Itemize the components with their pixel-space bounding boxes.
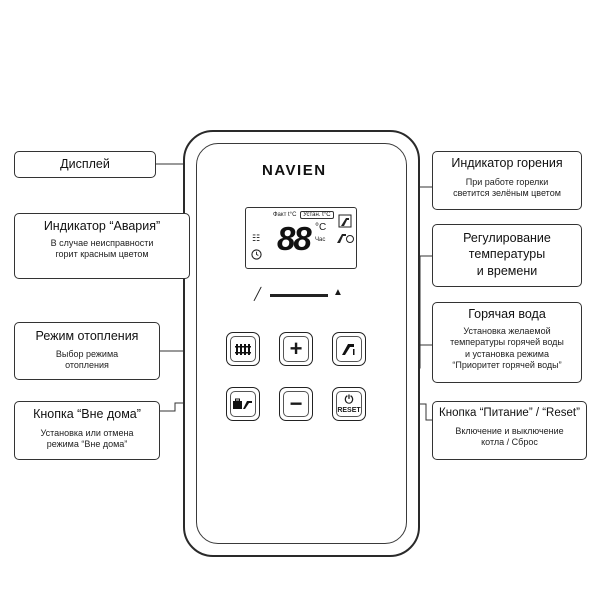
brand-logo: NAVIEN xyxy=(262,162,327,179)
callout-flame-title: Индикатор горения xyxy=(451,156,563,170)
callout-alarm-title: Индикатор “Авария” xyxy=(43,219,161,233)
lcd-tab-actual: Факт t°C xyxy=(273,212,297,218)
lcd-unit: °C xyxy=(315,222,327,233)
callout-power-desc-1: Включение и выключение xyxy=(455,426,564,436)
callout-away: Кнопка “Вне дома” Установка или отмена р… xyxy=(14,401,160,460)
suitcase-tap-icon xyxy=(227,388,259,420)
callout-hot-water-desc-1: Установка желаемой xyxy=(463,326,551,336)
callout-flame: Индикатор горения При работе горелки све… xyxy=(432,151,582,210)
callout-power: Кнопка “Питание” / “Reset” Включение и в… xyxy=(432,401,587,460)
callout-alarm-desc-2: горит красным цветом xyxy=(55,249,149,260)
heating-mode-button[interactable] xyxy=(226,332,260,366)
lcd-digits: 88 xyxy=(277,220,312,257)
callout-alarm-desc-1: В случае неисправности xyxy=(50,238,154,248)
callout-away-desc-2: режима “Вне дома” xyxy=(46,439,128,450)
callout-regulation: Регулирование температуры и времени xyxy=(432,224,582,287)
callout-display-title: Дисплей xyxy=(60,157,110,171)
callout-power-desc-2: котла / Сброс xyxy=(481,437,538,448)
callout-hot-water-desc-2: температуры горячей воды xyxy=(450,337,564,348)
callout-hot-water: Горячая вода Установка желаемой температ… xyxy=(432,302,582,383)
callout-heating: Режим отопления Выбор режима отопления xyxy=(14,322,160,380)
away-mode-button[interactable] xyxy=(226,387,260,421)
minus-button[interactable]: − xyxy=(279,387,313,421)
power-icon: ⏻ xyxy=(344,393,354,406)
indicator-bar xyxy=(270,294,328,297)
lcd-clock-icon xyxy=(251,249,262,260)
callout-away-title: Кнопка “Вне дома” xyxy=(33,407,141,421)
callout-heating-title: Режим отопления xyxy=(35,329,139,343)
callout-heating-desc-2: отопления xyxy=(65,360,109,371)
plus-button[interactable]: + xyxy=(279,332,313,366)
control-panel-frame xyxy=(196,143,407,544)
lcd-hours: Час xyxy=(315,237,326,243)
callout-regulation-title-2: температуры xyxy=(468,247,546,262)
callout-regulation-title-1: Регулирование xyxy=(463,231,551,245)
callout-away-desc-1: Установка или отмена xyxy=(40,428,134,438)
hot-water-tap-icon xyxy=(333,333,365,365)
callout-power-title: Кнопка “Питание” / “Reset” xyxy=(439,407,580,419)
callout-hot-water-title: Горячая вода xyxy=(468,307,546,321)
lcd-radiator-icon: ☷ xyxy=(252,233,261,243)
lcd-flame-tap-icon xyxy=(337,234,354,243)
lcd-tabs: Факт t°C Устан. t°C xyxy=(273,211,334,219)
callout-regulation-title-3: и времени xyxy=(476,263,538,278)
power-reset-button[interactable]: ⏻ RESET xyxy=(332,387,366,421)
callout-hot-water-desc-4: “Приоритет горячей воды” xyxy=(452,359,562,370)
flame-indicator-icon: ▲ xyxy=(333,287,343,298)
callout-hot-water-desc-3: и установка режима xyxy=(464,348,549,359)
callout-alarm: Индикатор “Авария” В случае неисправност… xyxy=(14,213,190,279)
callout-display: Дисплей xyxy=(14,151,156,178)
lcd-hot-water-icon xyxy=(338,214,352,228)
wrench-icon: ╱ xyxy=(254,287,262,301)
radiator-icon xyxy=(227,333,259,365)
reset-label: RESET xyxy=(337,406,361,414)
lcd-tab-set: Устан. t°C xyxy=(300,211,334,219)
callout-heating-desc-1: Выбор режима xyxy=(55,349,119,359)
callout-flame-desc-1: При работе горелки xyxy=(465,177,549,187)
callout-flame-desc-2: светится зелёным цветом xyxy=(453,188,561,199)
hot-water-button[interactable] xyxy=(332,332,366,366)
